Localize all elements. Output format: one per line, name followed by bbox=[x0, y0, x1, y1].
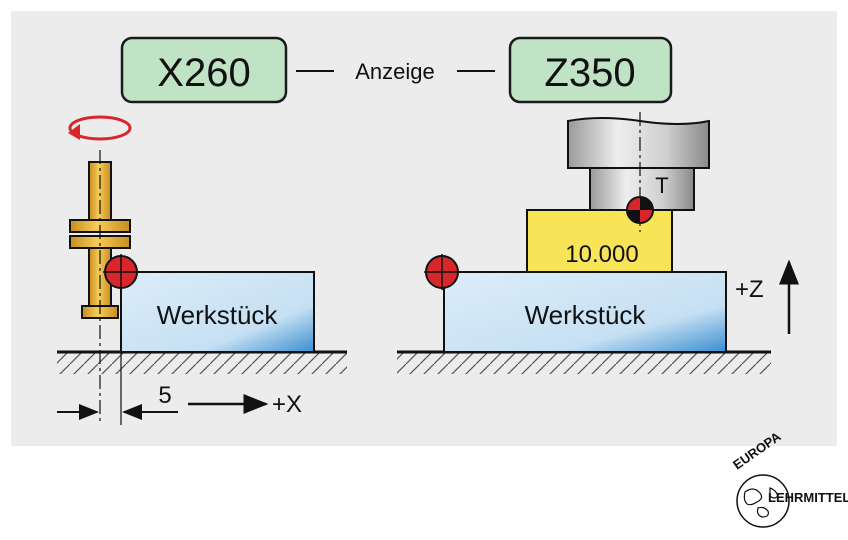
left-scene: Werkstück 5 +X bbox=[57, 115, 347, 425]
right-workpiece bbox=[443, 271, 727, 353]
x-display-box bbox=[120, 36, 288, 104]
right-scene: Werkstück 10.000 T +Z bbox=[397, 112, 799, 374]
right-reference-point-icon bbox=[424, 254, 460, 290]
left-workpiece-label: Werkstück bbox=[157, 300, 279, 330]
tool-reference-point-icon bbox=[626, 196, 654, 224]
tool-label: T bbox=[655, 173, 668, 198]
left-table-hatch bbox=[57, 352, 347, 374]
dimension-label: 5 bbox=[158, 382, 171, 409]
x-display-value: X260 bbox=[157, 51, 250, 95]
globe-icon bbox=[736, 474, 790, 528]
left-workpiece bbox=[120, 271, 315, 353]
right-table-hatch bbox=[397, 352, 771, 374]
right-workpiece-label: Werkstück bbox=[525, 300, 647, 330]
z-display-box bbox=[508, 36, 673, 104]
globe-land-shape bbox=[743, 487, 779, 518]
gauge-block-label: 10.000 bbox=[565, 241, 638, 268]
logo-text-bottom: LEHRMITTEL bbox=[768, 490, 848, 505]
display-row: X260 Anzeige Z350 bbox=[120, 36, 673, 104]
z-axis-label: +Z bbox=[735, 276, 764, 303]
connector-label: Anzeige bbox=[355, 59, 435, 84]
left-reference-point-icon bbox=[103, 254, 139, 290]
x-axis-label: +X bbox=[272, 391, 302, 418]
rotation-arrow-icon bbox=[68, 115, 132, 141]
z-display-value: Z350 bbox=[544, 51, 635, 95]
